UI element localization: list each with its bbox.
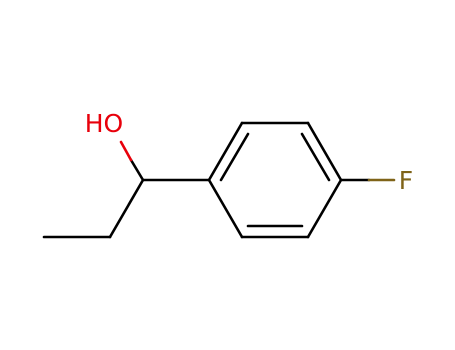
ring-bond-4: [306, 178, 343, 239]
bond-ch-o-carbon-half: [129, 158, 145, 182]
ring-double-inner-2: [300, 132, 331, 182]
hydroxyl-label: HO: [85, 109, 123, 138]
bond-ch-o-oxygen-half: [119, 140, 133, 162]
ring-bond-3: [306, 121, 343, 182]
fluorine-label: F: [399, 166, 413, 195]
bonds: [42, 121, 371, 239]
ring-bond-1: [207, 121, 244, 182]
ring-double-inner-1: [219, 132, 250, 182]
ring-bond-6: [207, 178, 244, 239]
bond-ch2-ch: [108, 178, 145, 239]
